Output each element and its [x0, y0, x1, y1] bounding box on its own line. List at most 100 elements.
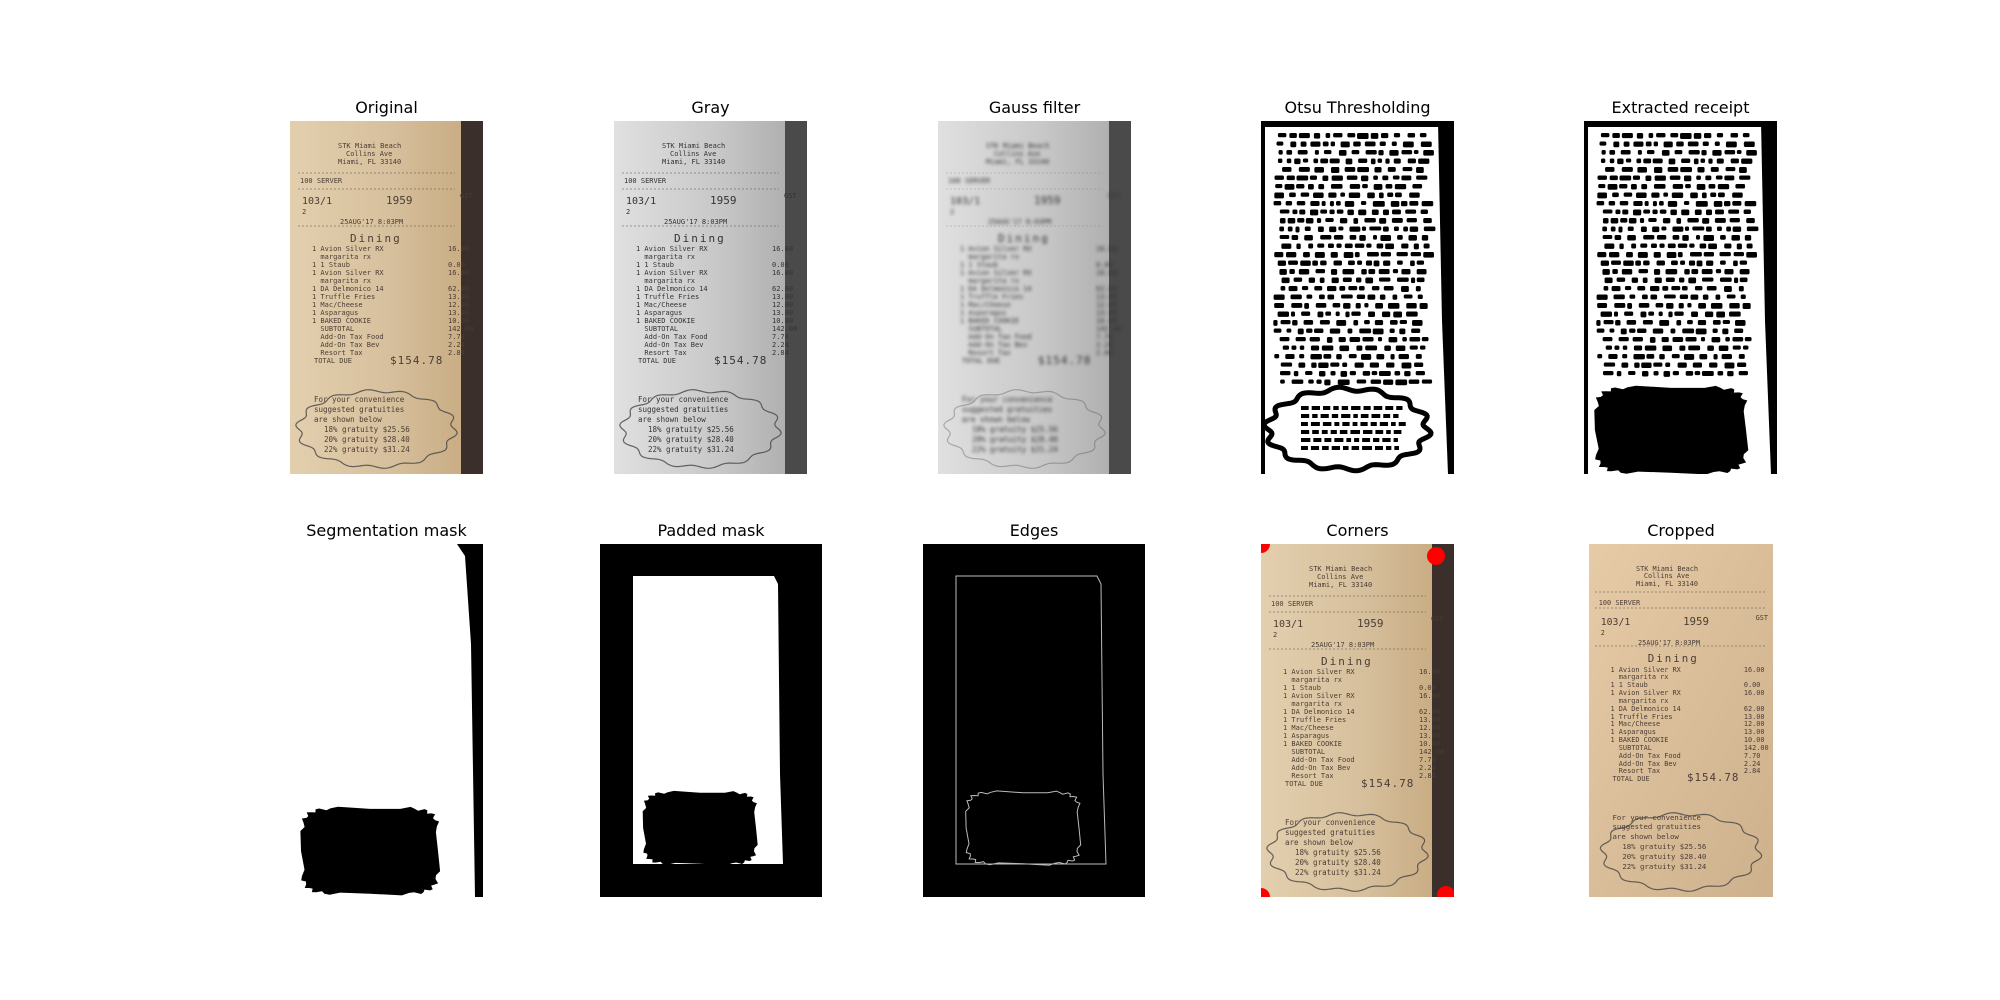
receipt-line: 1 Truffle Fries [960, 294, 1023, 301]
receipt-line: 2.84 [1096, 350, 1113, 357]
receipt-line: Add-On Tax Food [312, 334, 384, 341]
receipt-line: 1 DA Delmonico 14 [636, 286, 708, 293]
receipt-line: suggested gratuities [1613, 823, 1701, 830]
receipt-line: 2.84 [1744, 768, 1761, 775]
receipt-line: 1 BAKED COOKIE [636, 318, 695, 325]
receipt-line: Add-On Tax Bev [312, 342, 379, 349]
receipt-line: 20% gratuity $28.40 [972, 436, 1058, 444]
receipt-line: 1 DA Delmonico 14 [312, 286, 384, 293]
receipt-line: 18% gratuity $25.56 [648, 426, 734, 434]
receipt-line: 10.00 [448, 318, 469, 325]
receipt-line: margarita rx [636, 278, 695, 285]
receipt-line: Resort Tax [636, 350, 687, 357]
receipt-line: Dining [350, 233, 402, 244]
receipt-line: 1 Mac/Cheese [1611, 721, 1661, 728]
receipt-line: 2 [950, 209, 954, 216]
receipt-line: suggested gratuities [638, 406, 728, 414]
receipt-line: For your convenience [1613, 814, 1701, 821]
receipt-line: GST [1431, 616, 1444, 623]
receipt-line: 1 Avion Silver RX [1611, 690, 1681, 697]
receipt-line: 1 1 Staub [636, 262, 674, 269]
receipt-line: 22% gratuity $31.24 [972, 446, 1058, 454]
panel-image-segmask [290, 544, 483, 897]
receipt-line: 22% gratuity $31.24 [324, 446, 410, 454]
receipt-line: Collins Ave [346, 151, 392, 158]
receipt-line: Add-On Tax Bev [1283, 765, 1350, 772]
receipt-line: 1959 [1357, 618, 1384, 629]
panel-title: Cropped [1481, 521, 1881, 540]
receipt-line: TOTAL DUE [962, 358, 1000, 365]
receipt-line: suggested gratuities [962, 406, 1052, 414]
receipt-line: 16.00 [1419, 669, 1440, 676]
receipt-line: 12.00 [1419, 725, 1440, 732]
receipt-line: 16.00 [772, 246, 793, 253]
receipt-line: 100 SERVER [948, 178, 990, 185]
receipt-line: suggested gratuities [314, 406, 404, 414]
receipt-line: SUBTOTAL [312, 326, 354, 333]
receipt-line: 1 Truffle Fries [1283, 717, 1346, 724]
receipt-line: 1 Truffle Fries [312, 294, 375, 301]
receipt-line: 142.00 [1419, 749, 1444, 756]
receipt-line: Collins Ave [994, 151, 1040, 158]
receipt-line: 25AUG'17 8:03PM [988, 219, 1051, 226]
receipt-line: 1 1 Staub [1283, 685, 1321, 692]
receipt-line: 103/1 [1601, 618, 1631, 628]
receipt-line: 103/1 [1273, 620, 1303, 630]
receipt-line: 25AUG'17 8:03PM [340, 219, 403, 226]
receipt-line: 100 SERVER [624, 178, 666, 185]
receipt-line: STK Miami Beach [338, 143, 401, 150]
receipt-line: are shown below [1613, 833, 1679, 840]
receipt-line: 1 DA Delmonico 14 [1611, 706, 1681, 713]
receipt-line: 22% gratuity $31.24 [1295, 869, 1381, 877]
receipt-line: 7.70 [448, 334, 465, 341]
receipt-line: 0.00 [772, 262, 789, 269]
receipt-line: TOTAL DUE [638, 358, 676, 365]
receipt-line: 12.00 [1744, 721, 1765, 728]
receipt-line: 1 BAKED COOKIE [1283, 741, 1342, 748]
receipt-text: STK Miami BeachCollins AveMiami, FL 3314… [1261, 544, 1454, 897]
receipt-line: 1 BAKED COOKIE [1611, 737, 1669, 744]
receipt-line: 1959 [1034, 195, 1061, 206]
receipt-line: For your convenience [1285, 819, 1375, 827]
receipt-line: 20% gratuity $28.40 [324, 436, 410, 444]
panel-image-otsu [1261, 121, 1454, 474]
receipt-line: 12.00 [1096, 302, 1117, 309]
receipt-line: 16.00 [1096, 246, 1117, 253]
receipt-line: 2 [302, 209, 306, 216]
receipt-line: 142.00 [772, 326, 797, 333]
receipt-line: 13.00 [1096, 310, 1117, 317]
receipt-text: STK Miami BeachCollins AveMiami, FL 3314… [290, 121, 483, 474]
receipt-line: 1 Asparagus [1283, 733, 1329, 740]
panel-image-corners: STK Miami BeachCollins AveMiami, FL 3314… [1261, 544, 1454, 897]
receipt-line: 62.00 [1096, 286, 1117, 293]
panel-image-gauss: STK Miami BeachCollins AveMiami, FL 3314… [938, 121, 1131, 474]
receipt-line: 100 SERVER [1271, 601, 1313, 608]
receipt-line: 2.24 [1419, 765, 1436, 772]
receipt-line: SUBTOTAL [1283, 749, 1325, 756]
receipt-line: 13.00 [772, 310, 793, 317]
receipt-line: margarita rx [960, 254, 1019, 261]
receipt-line: 1 1 Staub [1611, 682, 1648, 689]
receipt-text: STK Miami BeachCollins AveMiami, FL 3314… [1589, 544, 1773, 897]
receipt-line: 16.00 [1744, 667, 1765, 674]
receipt-line: 1 Avion Silver RX [960, 246, 1032, 253]
receipt-line: margarita rx [636, 254, 695, 261]
receipt-line: 16.00 [1744, 690, 1765, 697]
receipt-line: are shown below [638, 416, 706, 424]
receipt-line: 0.00 [448, 262, 465, 269]
receipt-line: For your convenience [962, 396, 1052, 404]
receipt-line: 62.00 [1419, 709, 1440, 716]
receipt-line: 1959 [710, 195, 737, 206]
receipt-line: margarita rx [1283, 701, 1342, 708]
receipt-line: 1 DA Delmonico 14 [1283, 709, 1355, 716]
receipt-line: 1 Avion Silver RX [1283, 693, 1355, 700]
receipt-line: 10.00 [1419, 741, 1440, 748]
receipt-line: 10.00 [772, 318, 793, 325]
receipt-line: are shown below [962, 416, 1030, 424]
receipt-line: 16.00 [448, 246, 469, 253]
receipt-line: 1 Truffle Fries [636, 294, 699, 301]
receipt-line: 0.00 [1419, 685, 1436, 692]
receipt-line: SUBTOTAL [1611, 745, 1652, 752]
receipt-line: 142.00 [448, 326, 473, 333]
